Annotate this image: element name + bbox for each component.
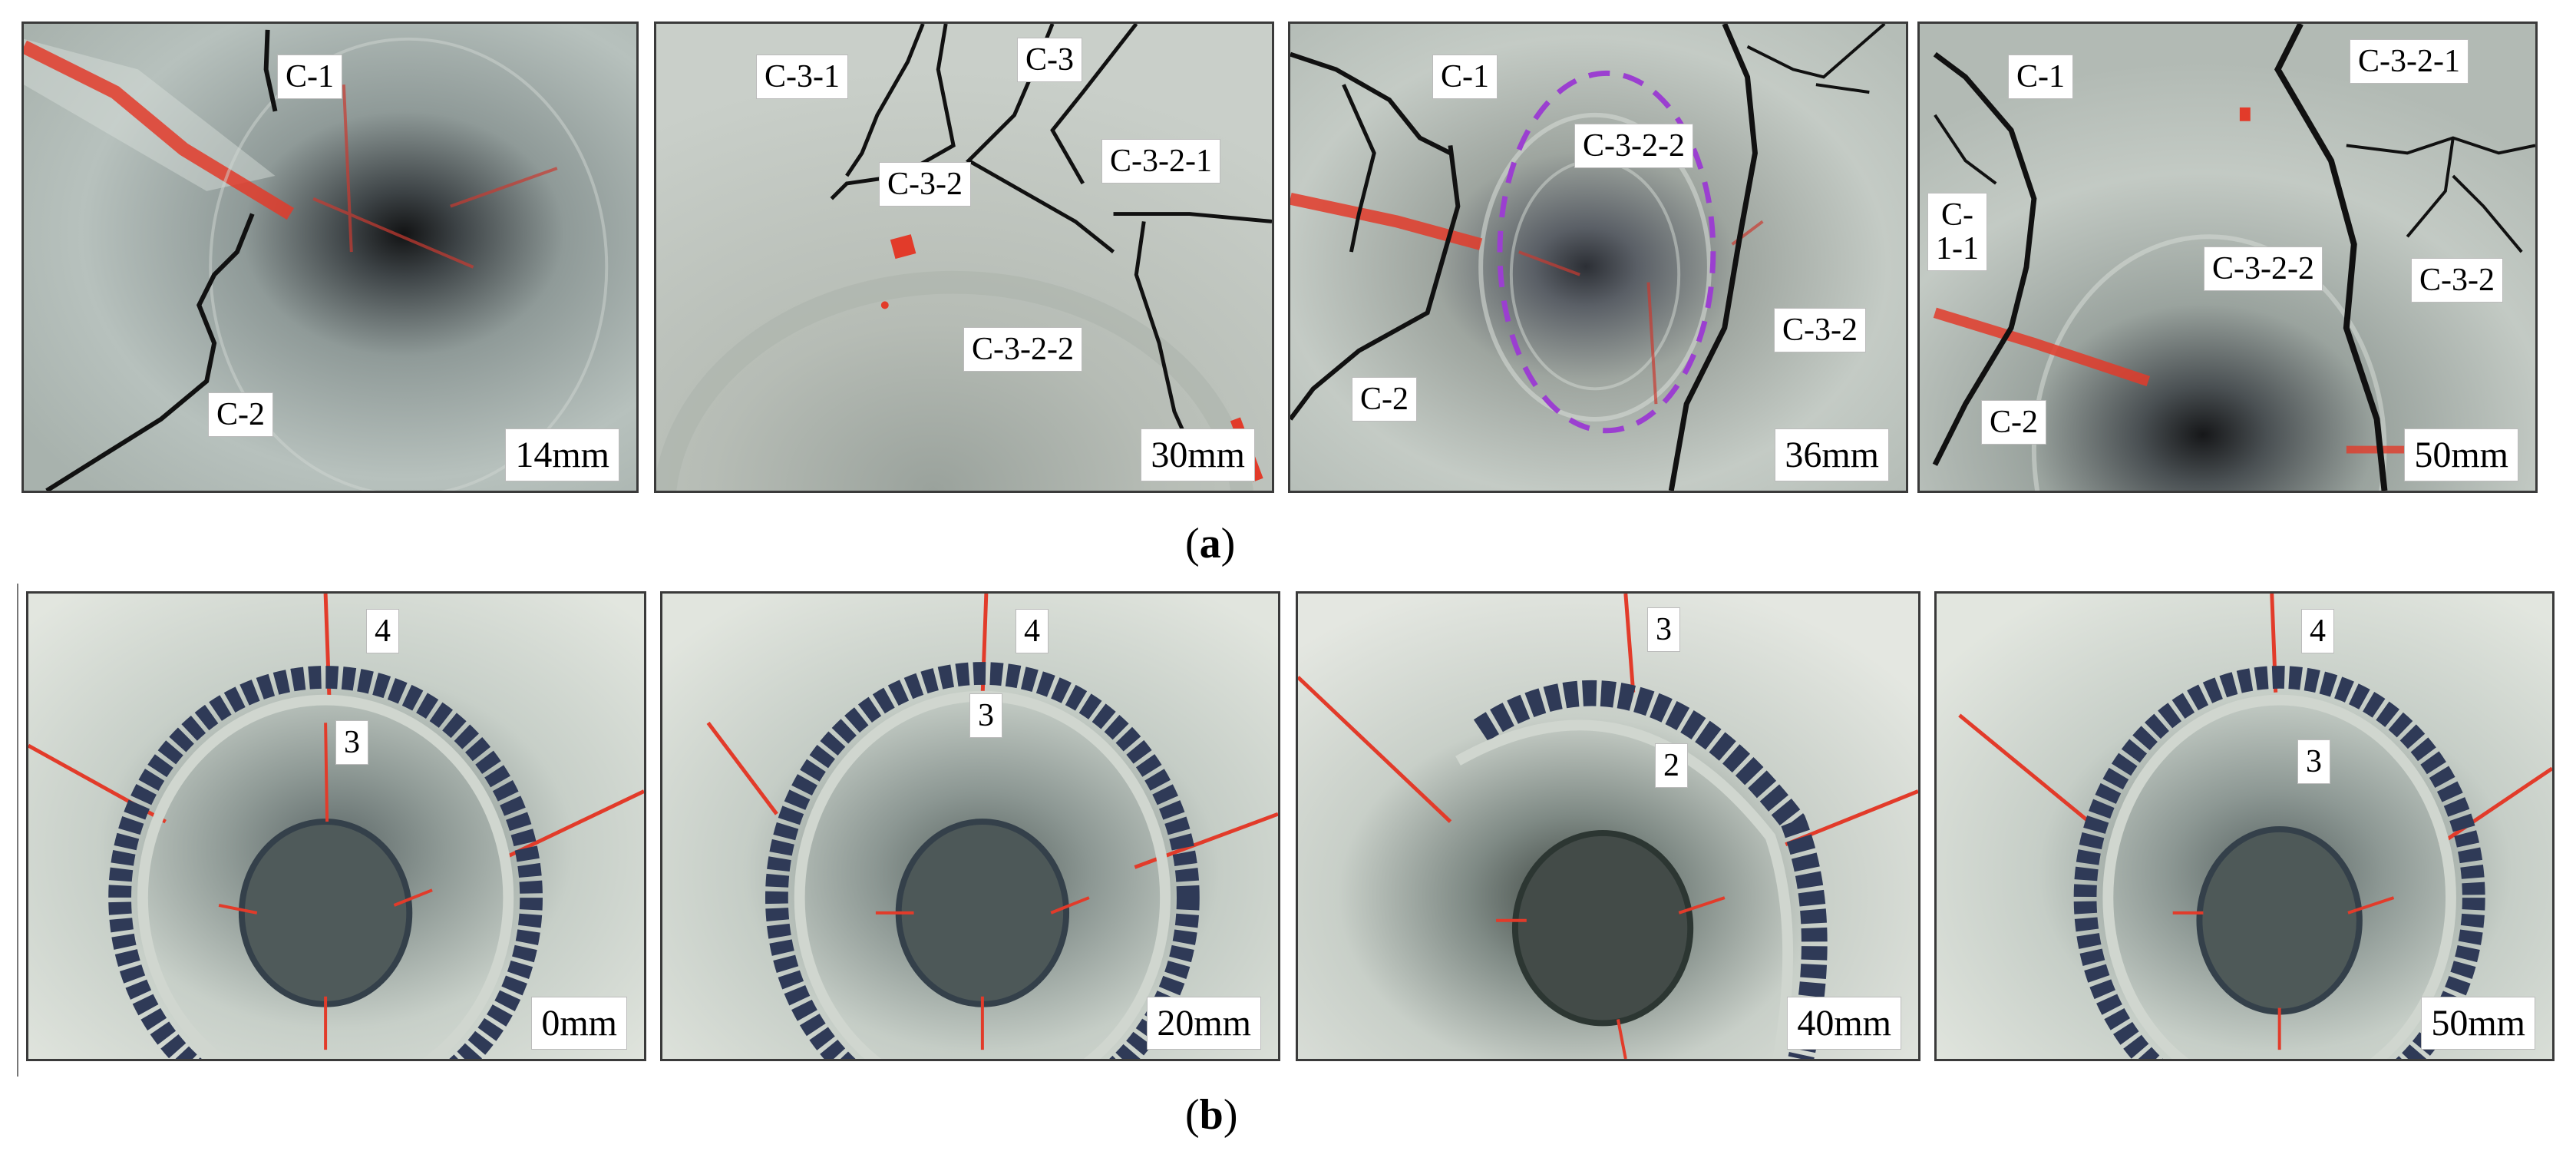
ring-label-outer: 4	[2301, 609, 2334, 654]
depth-label: 50mm	[2404, 428, 2518, 481]
borehole-photo	[662, 594, 1278, 1059]
crack-label: C-3-2	[2411, 258, 2503, 303]
crack-line	[2274, 24, 2388, 491]
ring-label-inner: 3	[969, 693, 1002, 739]
crack-line	[263, 29, 278, 112]
panel-a-14mm: C-1 C-2 20 14mm	[21, 22, 639, 493]
panel-b-50mm: 4 3 50mm	[1934, 591, 2555, 1061]
crack-line	[830, 24, 956, 200]
panel-b-0mm: 4 3 0mm	[26, 591, 646, 1061]
crack-label: C-1	[1432, 55, 1498, 100]
ring-label-inner: 3	[2297, 739, 2330, 785]
ring-label-outer: 4	[1016, 609, 1049, 654]
crack-line	[2406, 137, 2523, 253]
depth-label: 0mm	[531, 997, 627, 1050]
caption-a: (a)	[1185, 520, 1236, 567]
divider-line	[17, 584, 18, 1077]
crack-label: C-3-2	[879, 162, 971, 207]
panel-a-30mm: C-3-1 C-3 C-3-2 C-3-2-1 C-3-2-2 20 30mm	[654, 22, 1274, 493]
crack-line	[1342, 84, 1376, 253]
crack-label: C-3-2-2	[963, 327, 1082, 372]
ring-label-inner: 3	[335, 720, 368, 766]
ring-label-outer: 4	[366, 609, 399, 654]
borehole-photo	[24, 24, 636, 491]
depth-label: 36mm	[1775, 428, 1889, 481]
borehole-photo	[656, 24, 1272, 491]
crack-line	[1934, 114, 1997, 185]
crack-label: C- 1-1	[1927, 193, 1987, 272]
panel-a-50mm: C-1 C-3-2-1 C- 1-1 C-3-2-2 C-3-2 C-2 20 …	[1917, 22, 2538, 493]
ring-label-outer: 3	[1647, 607, 1680, 653]
borehole-photo	[1937, 594, 2552, 1059]
crack-line	[1746, 24, 1886, 94]
borehole-photo	[28, 594, 644, 1059]
caption-b: (b)	[1185, 1091, 1238, 1139]
crack-label: C-2	[1352, 377, 1417, 422]
crack-label: C-3-2	[1774, 308, 1866, 353]
crack-line	[1290, 51, 1451, 155]
depth-label: 40mm	[1787, 997, 1901, 1050]
crack-line	[1668, 24, 1758, 491]
depth-label: 20mm	[1147, 997, 1261, 1050]
crack-line	[845, 24, 925, 177]
crack-label: C-2	[1981, 400, 2046, 445]
crack-label: C-2	[208, 392, 273, 438]
crack-label: C-3	[1017, 38, 1082, 83]
crack-label: C-3-2-1	[2350, 39, 2469, 84]
crack-label: C-3-1	[756, 55, 848, 100]
crack-label: C-1	[2008, 55, 2073, 100]
crack-line	[1290, 145, 1461, 421]
panel-b-40mm: 3 2 40mm	[1296, 591, 1920, 1061]
ring-label-inner: 2	[1655, 743, 1688, 789]
depth-label: 50mm	[2421, 997, 2535, 1050]
crack-label: C-3-2-2	[2204, 246, 2323, 292]
dashed-region-outline	[1497, 70, 1716, 434]
crack-line	[1932, 51, 2037, 466]
depth-label: 14mm	[505, 428, 619, 481]
panel-a-36mm: C-1 C-3-2-2 C-3-2 C-2 20 36mm	[1288, 22, 1908, 493]
crack-label: C-3-2-1	[1101, 139, 1220, 184]
crack-label: C-3-2-2	[1574, 124, 1693, 169]
crack-line	[45, 213, 255, 491]
crack-label: C-1	[277, 55, 342, 100]
depth-label: 30mm	[1141, 428, 1255, 481]
panel-b-20mm: 4 3 20mm	[660, 591, 1280, 1061]
borehole-photo	[1298, 594, 1918, 1059]
crack-line	[1050, 24, 1272, 223]
